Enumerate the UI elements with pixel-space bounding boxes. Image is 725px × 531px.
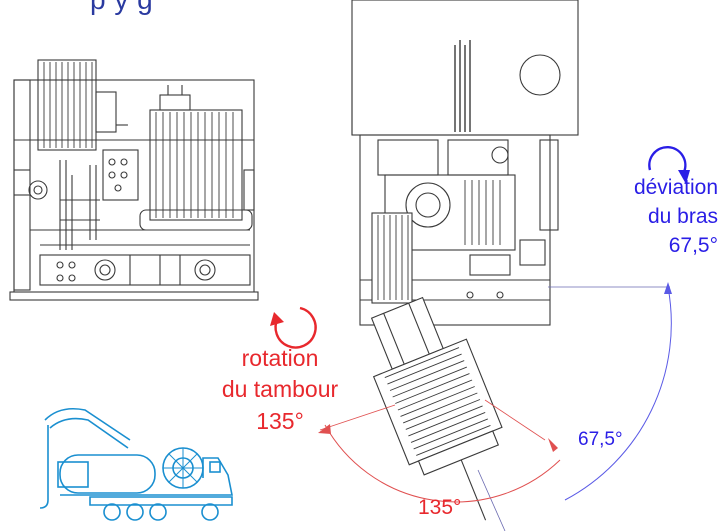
deviation-arrow-icon <box>648 146 690 184</box>
truck-icon <box>39 407 233 521</box>
arm-deviation-line1: déviation <box>633 176 718 199</box>
rotation-arrow-icon <box>270 306 317 349</box>
drum-angle-value: 135° <box>418 496 462 519</box>
drum-rotation-line2: du tambour <box>221 376 339 403</box>
drum-rotation-label: rotation du tambour 135° <box>205 345 355 434</box>
drum-rotation-arc <box>324 424 561 503</box>
arm-deviation-label: déviation du bras 67,5° <box>590 176 718 258</box>
arm-deviation-arc <box>564 286 672 501</box>
arm-deviation-line3: 67,5° <box>668 234 718 258</box>
drum-rotation-line3: 135° <box>256 407 304 434</box>
side-view-machine <box>9 59 259 301</box>
top-caption-cut: p y g <box>90 0 650 16</box>
drum-rotation-line1: rotation <box>241 345 319 371</box>
reference-lines <box>477 286 670 531</box>
arm-deviation-line2: du bras <box>647 205 718 229</box>
arm-angle-value: 67,5° <box>578 429 623 450</box>
top-view-machine <box>351 0 579 521</box>
